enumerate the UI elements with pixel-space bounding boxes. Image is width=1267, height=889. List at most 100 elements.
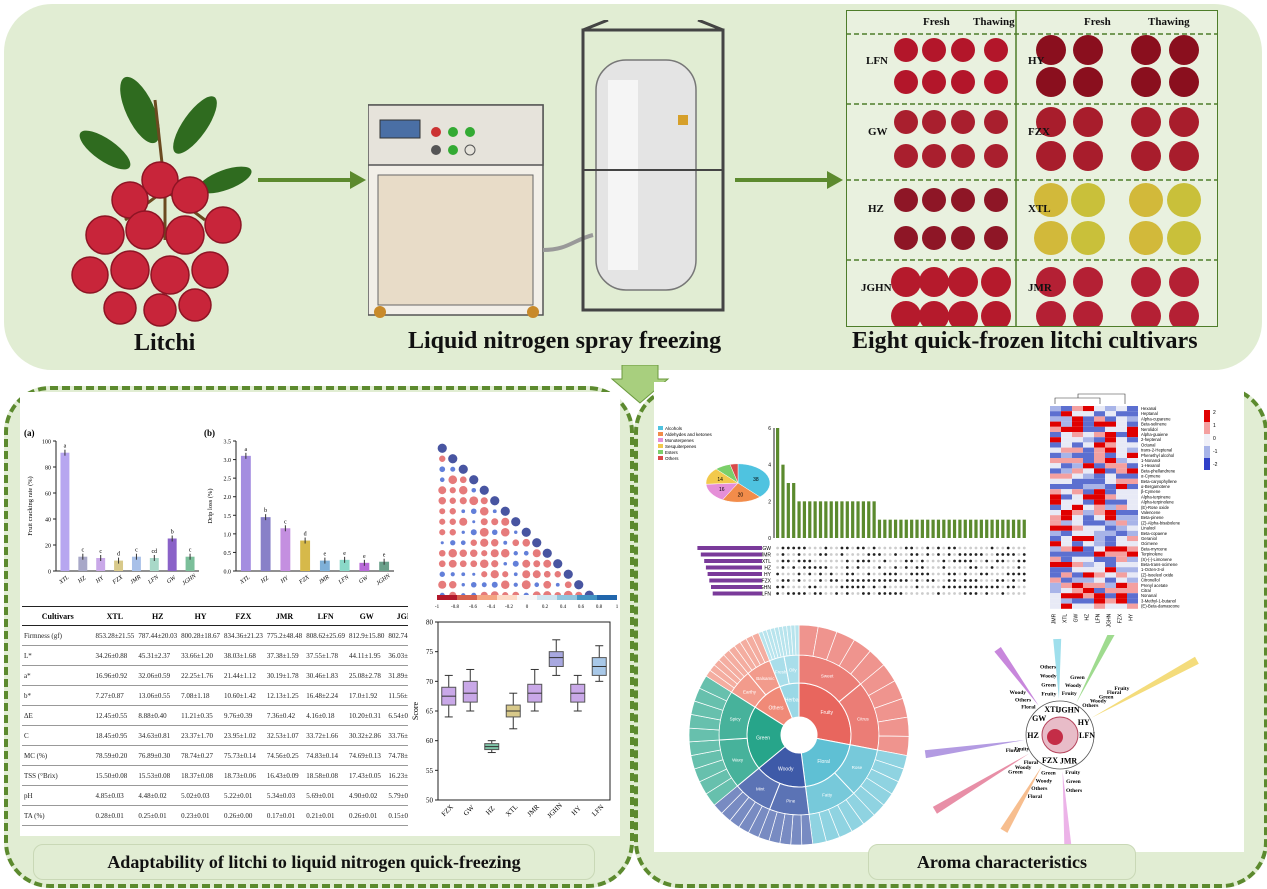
table-cell: 7.36±0.42 — [264, 705, 305, 726]
correlation-cell — [514, 530, 518, 534]
set-dot — [1012, 572, 1015, 576]
intersection-bar — [808, 501, 812, 538]
set-dot — [867, 553, 871, 556]
aroma-branch-label: Woody — [1010, 690, 1027, 696]
intersection-bar — [1001, 519, 1005, 538]
correlation-cell — [479, 506, 489, 516]
set-dot — [840, 572, 844, 576]
table-cell: 75.73±0.14 — [222, 745, 265, 766]
aroma-branch-label: Others — [1031, 786, 1047, 792]
heatmap-cell — [1094, 421, 1105, 427]
set-dot — [1022, 566, 1026, 569]
set-dot — [792, 572, 796, 576]
set-dot — [990, 546, 994, 550]
heatmap-cell — [1116, 494, 1127, 500]
intersection-bar — [926, 519, 930, 538]
fruit-photo — [919, 267, 949, 297]
heatmap-cell — [1072, 510, 1083, 516]
set-dot — [942, 566, 946, 569]
x-tick-label: XTL — [58, 574, 71, 586]
set-dot — [1006, 559, 1010, 563]
table-cell: 45.31±2.37 — [136, 645, 180, 666]
set-dot — [894, 553, 897, 556]
correlation-cell — [470, 529, 477, 536]
table-cell: 23.37±1.70 — [179, 725, 222, 746]
set-dot — [829, 592, 833, 595]
set-dot — [797, 559, 801, 563]
correlation-cell — [481, 571, 488, 578]
heatmap-cell — [1127, 463, 1138, 469]
table-cell: 812.9±15.80 — [347, 625, 387, 646]
set-dot — [1022, 579, 1026, 582]
fruit-photo — [891, 301, 921, 326]
heatmap-cell — [1072, 530, 1083, 536]
scale-segment — [1204, 458, 1210, 470]
heatmap-cell — [1061, 536, 1072, 542]
heatmap-cell — [1050, 421, 1061, 427]
heatmap-cell — [1050, 432, 1061, 438]
y-tick-label: 75 — [426, 648, 434, 656]
table-cell: 11.56±1.01 — [386, 685, 408, 706]
set-dot — [803, 572, 806, 576]
aroma-branch — [1053, 638, 1062, 700]
aroma-branch-label: Woody — [1040, 673, 1057, 679]
table-header: XTL — [93, 606, 137, 626]
heatmap-row-label: Citronellol — [1141, 578, 1160, 583]
heatmap-cell — [1116, 525, 1127, 531]
heatmap-cell — [1061, 551, 1072, 557]
correlation-cell — [471, 487, 477, 493]
caption-cultivars: Eight quick-frozen litchi cultivars — [852, 328, 1198, 354]
set-dot — [1012, 592, 1015, 595]
heatmap-cell — [1072, 588, 1083, 594]
set-dot — [894, 579, 897, 582]
set-dot — [953, 566, 956, 569]
set-dot — [1022, 559, 1026, 563]
colorbar-segment — [557, 595, 577, 600]
intersection-bar — [786, 483, 790, 538]
fruit-photo — [922, 188, 946, 212]
correlation-cell — [472, 572, 476, 576]
heatmap-row-label: 1-Octen-3-ol — [1141, 567, 1164, 572]
heatmap-row-label: trans-2-Heptenal — [1141, 448, 1172, 453]
fruit-photo — [1036, 67, 1066, 97]
heatmap-cell — [1105, 572, 1116, 578]
set-dot — [845, 559, 849, 563]
set-dot — [845, 566, 849, 569]
heatmap-cell — [1127, 520, 1138, 526]
set-dot — [926, 559, 930, 563]
set-dot — [996, 559, 999, 563]
heatmap-cell — [1072, 406, 1083, 412]
scale-tick: -1 — [1213, 449, 1218, 455]
set-dot — [953, 572, 956, 576]
table-cell: 15.50±0.08 — [93, 765, 137, 786]
set-dot — [786, 566, 790, 569]
fruit-photo — [1034, 183, 1068, 217]
table-cell: 6.54±0.21 — [386, 705, 408, 726]
aroma-branch-label: Fruity — [1014, 747, 1029, 753]
heatmap-cell — [1105, 421, 1116, 427]
significance-letter: cd — [151, 549, 157, 555]
cultivar-photo-grid-lines — [846, 10, 1218, 326]
table-cell: 33.72±1.66 — [304, 725, 348, 746]
colorbar-tick: 0.2 — [542, 605, 549, 610]
correlation-cell — [439, 571, 445, 577]
set-dot — [808, 579, 812, 582]
table-cell: pH — [22, 785, 94, 806]
set-dot — [803, 553, 806, 556]
intersection-bar — [781, 464, 785, 538]
correlation-cell — [470, 549, 478, 557]
intersection-bar — [829, 501, 833, 538]
set-dot — [1006, 585, 1010, 589]
heatmap-cell — [1127, 499, 1138, 505]
set-dot — [813, 559, 817, 563]
heatmap-cell — [1050, 494, 1061, 500]
heatmap-cell — [1083, 598, 1094, 604]
heatmap-col-label: FZX — [1118, 613, 1124, 623]
set-dot — [947, 572, 951, 576]
heatmap-cell — [1127, 442, 1138, 448]
correlation-cell — [439, 529, 446, 536]
set-dot — [958, 559, 962, 563]
set-dot — [835, 553, 838, 556]
